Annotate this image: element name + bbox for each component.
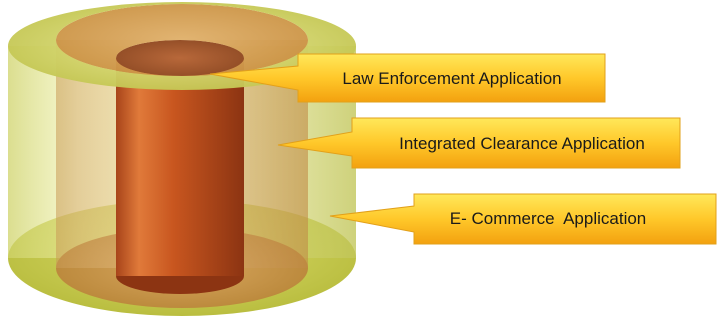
callout-integrated-clearance-label: Integrated Clearance Application — [399, 134, 645, 153]
callout-e-commerce: E- Commerce Application — [329, 193, 717, 245]
inner-cylinder — [116, 40, 244, 294]
inner-cylinder-top — [116, 40, 244, 76]
callout-e-commerce-shape — [329, 193, 717, 245]
callout-law-enforcement-shape — [209, 53, 606, 103]
inner-cylinder-body — [116, 58, 244, 276]
middle-cylinder-top — [56, 4, 308, 76]
callout-law-enforcement-label: Law Enforcement Application — [342, 69, 561, 88]
outer-cylinder-top — [8, 2, 356, 90]
callout-e-commerce-label: E- Commerce Application — [450, 209, 647, 228]
callout-integrated-clearance-shape — [277, 117, 681, 169]
callout-law-enforcement: Law Enforcement Application — [209, 53, 606, 103]
callout-integrated-clearance: Integrated Clearance Application — [277, 117, 681, 169]
